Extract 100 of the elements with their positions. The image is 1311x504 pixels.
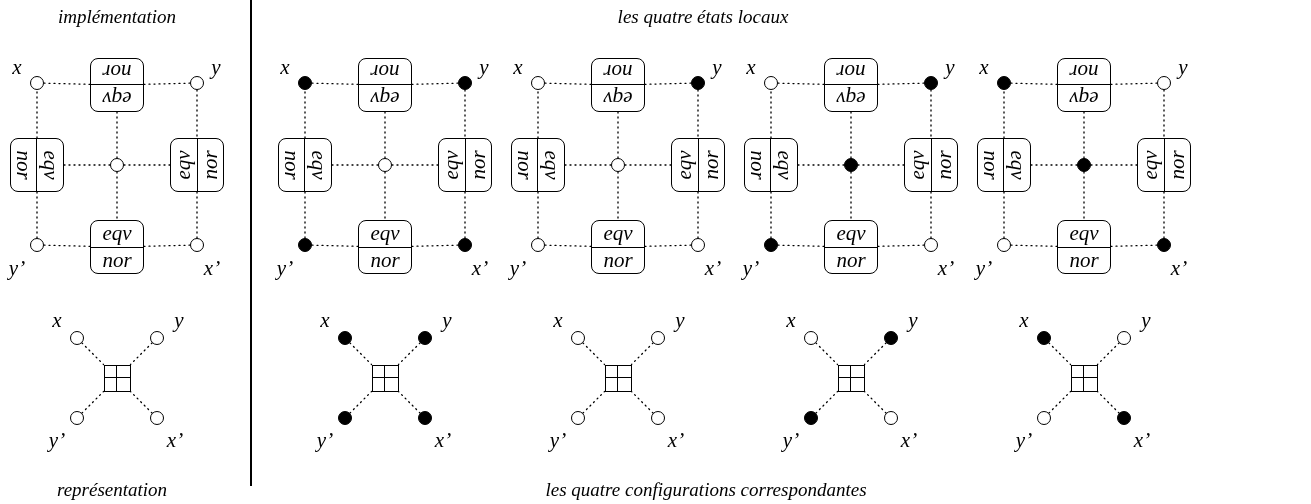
variable-label: y’: [975, 257, 993, 279]
node-circle: [611, 158, 625, 172]
gate-label: nor: [11, 139, 38, 191]
variable-label: x’: [900, 429, 918, 451]
filled-node-dot: [1077, 158, 1091, 172]
node-circle: [70, 331, 84, 345]
gate-label: eqv: [771, 149, 797, 182]
gate-label: nor: [978, 139, 1005, 191]
filled-node-dot: [458, 76, 472, 90]
dotted-connector: [777, 244, 825, 247]
filled-node-dot: [298, 76, 312, 90]
gate-label: eqv: [305, 149, 331, 182]
filled-node-dot: [418, 411, 432, 425]
variable-label: x’: [937, 257, 955, 279]
gate-label: eqv: [369, 85, 401, 111]
variable-label: x: [513, 56, 523, 78]
gate-label: nor: [512, 139, 539, 191]
gate-box: [90, 58, 144, 112]
gate-box: [1137, 138, 1191, 192]
grid-square: [837, 364, 865, 392]
grid-square: [1070, 364, 1098, 392]
filled-node-dot: [1037, 331, 1051, 345]
dotted-connector: [331, 164, 379, 166]
gate-label: nor: [825, 59, 877, 86]
variable-label: x: [746, 56, 756, 78]
grid-square: [604, 364, 632, 392]
panel-heading: les quatre états locaux: [617, 6, 789, 28]
filled-node-dot: [338, 411, 352, 425]
node-circle: [924, 238, 938, 252]
gate-box: [10, 138, 64, 192]
filled-node-dot: [997, 76, 1011, 90]
filled-node-dot: [298, 238, 312, 252]
gate-label: eqv: [905, 149, 931, 182]
variable-label: x’: [704, 257, 722, 279]
grid-square: [103, 364, 131, 392]
gate-label: nor: [359, 246, 411, 273]
variable-label: y’: [276, 257, 294, 279]
gate-label: eqv: [171, 149, 197, 182]
dotted-connector: [1010, 244, 1058, 247]
dotted-connector: [797, 164, 845, 166]
dotted-connector: [311, 244, 359, 247]
node-circle: [150, 331, 164, 345]
variable-label: y: [442, 309, 452, 331]
node-circle: [691, 238, 705, 252]
gate-label: eqv: [101, 85, 133, 111]
node-circle: [804, 331, 818, 345]
variable-label: y: [945, 56, 955, 78]
variable-label: x: [12, 56, 22, 78]
dotted-connector: [311, 82, 359, 85]
filled-node-dot: [691, 76, 705, 90]
dotted-connector: [777, 82, 825, 85]
dotted-connector: [304, 89, 306, 139]
gate-label: nor: [359, 59, 411, 86]
dotted-connector: [582, 390, 606, 414]
variable-label: y’: [742, 257, 760, 279]
variable-label: y: [712, 56, 722, 78]
variable-label: y: [675, 309, 685, 331]
dotted-connector: [697, 191, 699, 239]
node-circle: [1037, 411, 1051, 425]
node-circle: [150, 411, 164, 425]
dotted-connector: [1110, 244, 1158, 247]
dotted-connector: [1163, 191, 1165, 239]
node-circle: [651, 411, 665, 425]
variable-label: y: [211, 56, 221, 78]
filled-node-dot: [1157, 238, 1171, 252]
gate-label: nor: [464, 139, 491, 191]
dotted-connector: [384, 171, 386, 221]
gate-box: [591, 220, 645, 274]
variable-label: y’: [316, 429, 334, 451]
dotted-connector: [877, 244, 925, 247]
gate-label: eqv: [672, 149, 698, 182]
filled-node-dot: [884, 331, 898, 345]
dotted-connector: [349, 342, 373, 366]
variable-label: y: [1178, 56, 1188, 78]
dotted-connector: [384, 111, 386, 159]
dotted-connector: [36, 89, 38, 139]
gate-label: eqv: [1138, 149, 1164, 182]
gate-box: [1057, 220, 1111, 274]
dotted-connector: [143, 82, 191, 85]
dotted-connector: [544, 244, 592, 247]
dotted-connector: [304, 191, 306, 239]
variable-label: y’: [509, 257, 527, 279]
variable-label: y: [174, 309, 184, 331]
gate-label: nor: [91, 59, 143, 86]
gate-label: nor: [745, 139, 772, 191]
gate-label: nor: [825, 246, 877, 273]
dotted-connector: [1003, 89, 1005, 139]
variable-label: y’: [48, 429, 66, 451]
dotted-connector: [624, 164, 672, 166]
dotted-connector: [116, 171, 118, 221]
dotted-connector: [1163, 89, 1165, 139]
dotted-connector: [930, 89, 932, 139]
variable-label: x: [1019, 309, 1029, 331]
dotted-connector: [81, 390, 105, 414]
node-circle: [571, 331, 585, 345]
gate-label: nor: [1058, 59, 1110, 86]
gate-box: [170, 138, 224, 192]
gate-label: eqv: [37, 149, 63, 182]
variable-label: x: [553, 309, 563, 331]
filled-node-dot: [924, 76, 938, 90]
